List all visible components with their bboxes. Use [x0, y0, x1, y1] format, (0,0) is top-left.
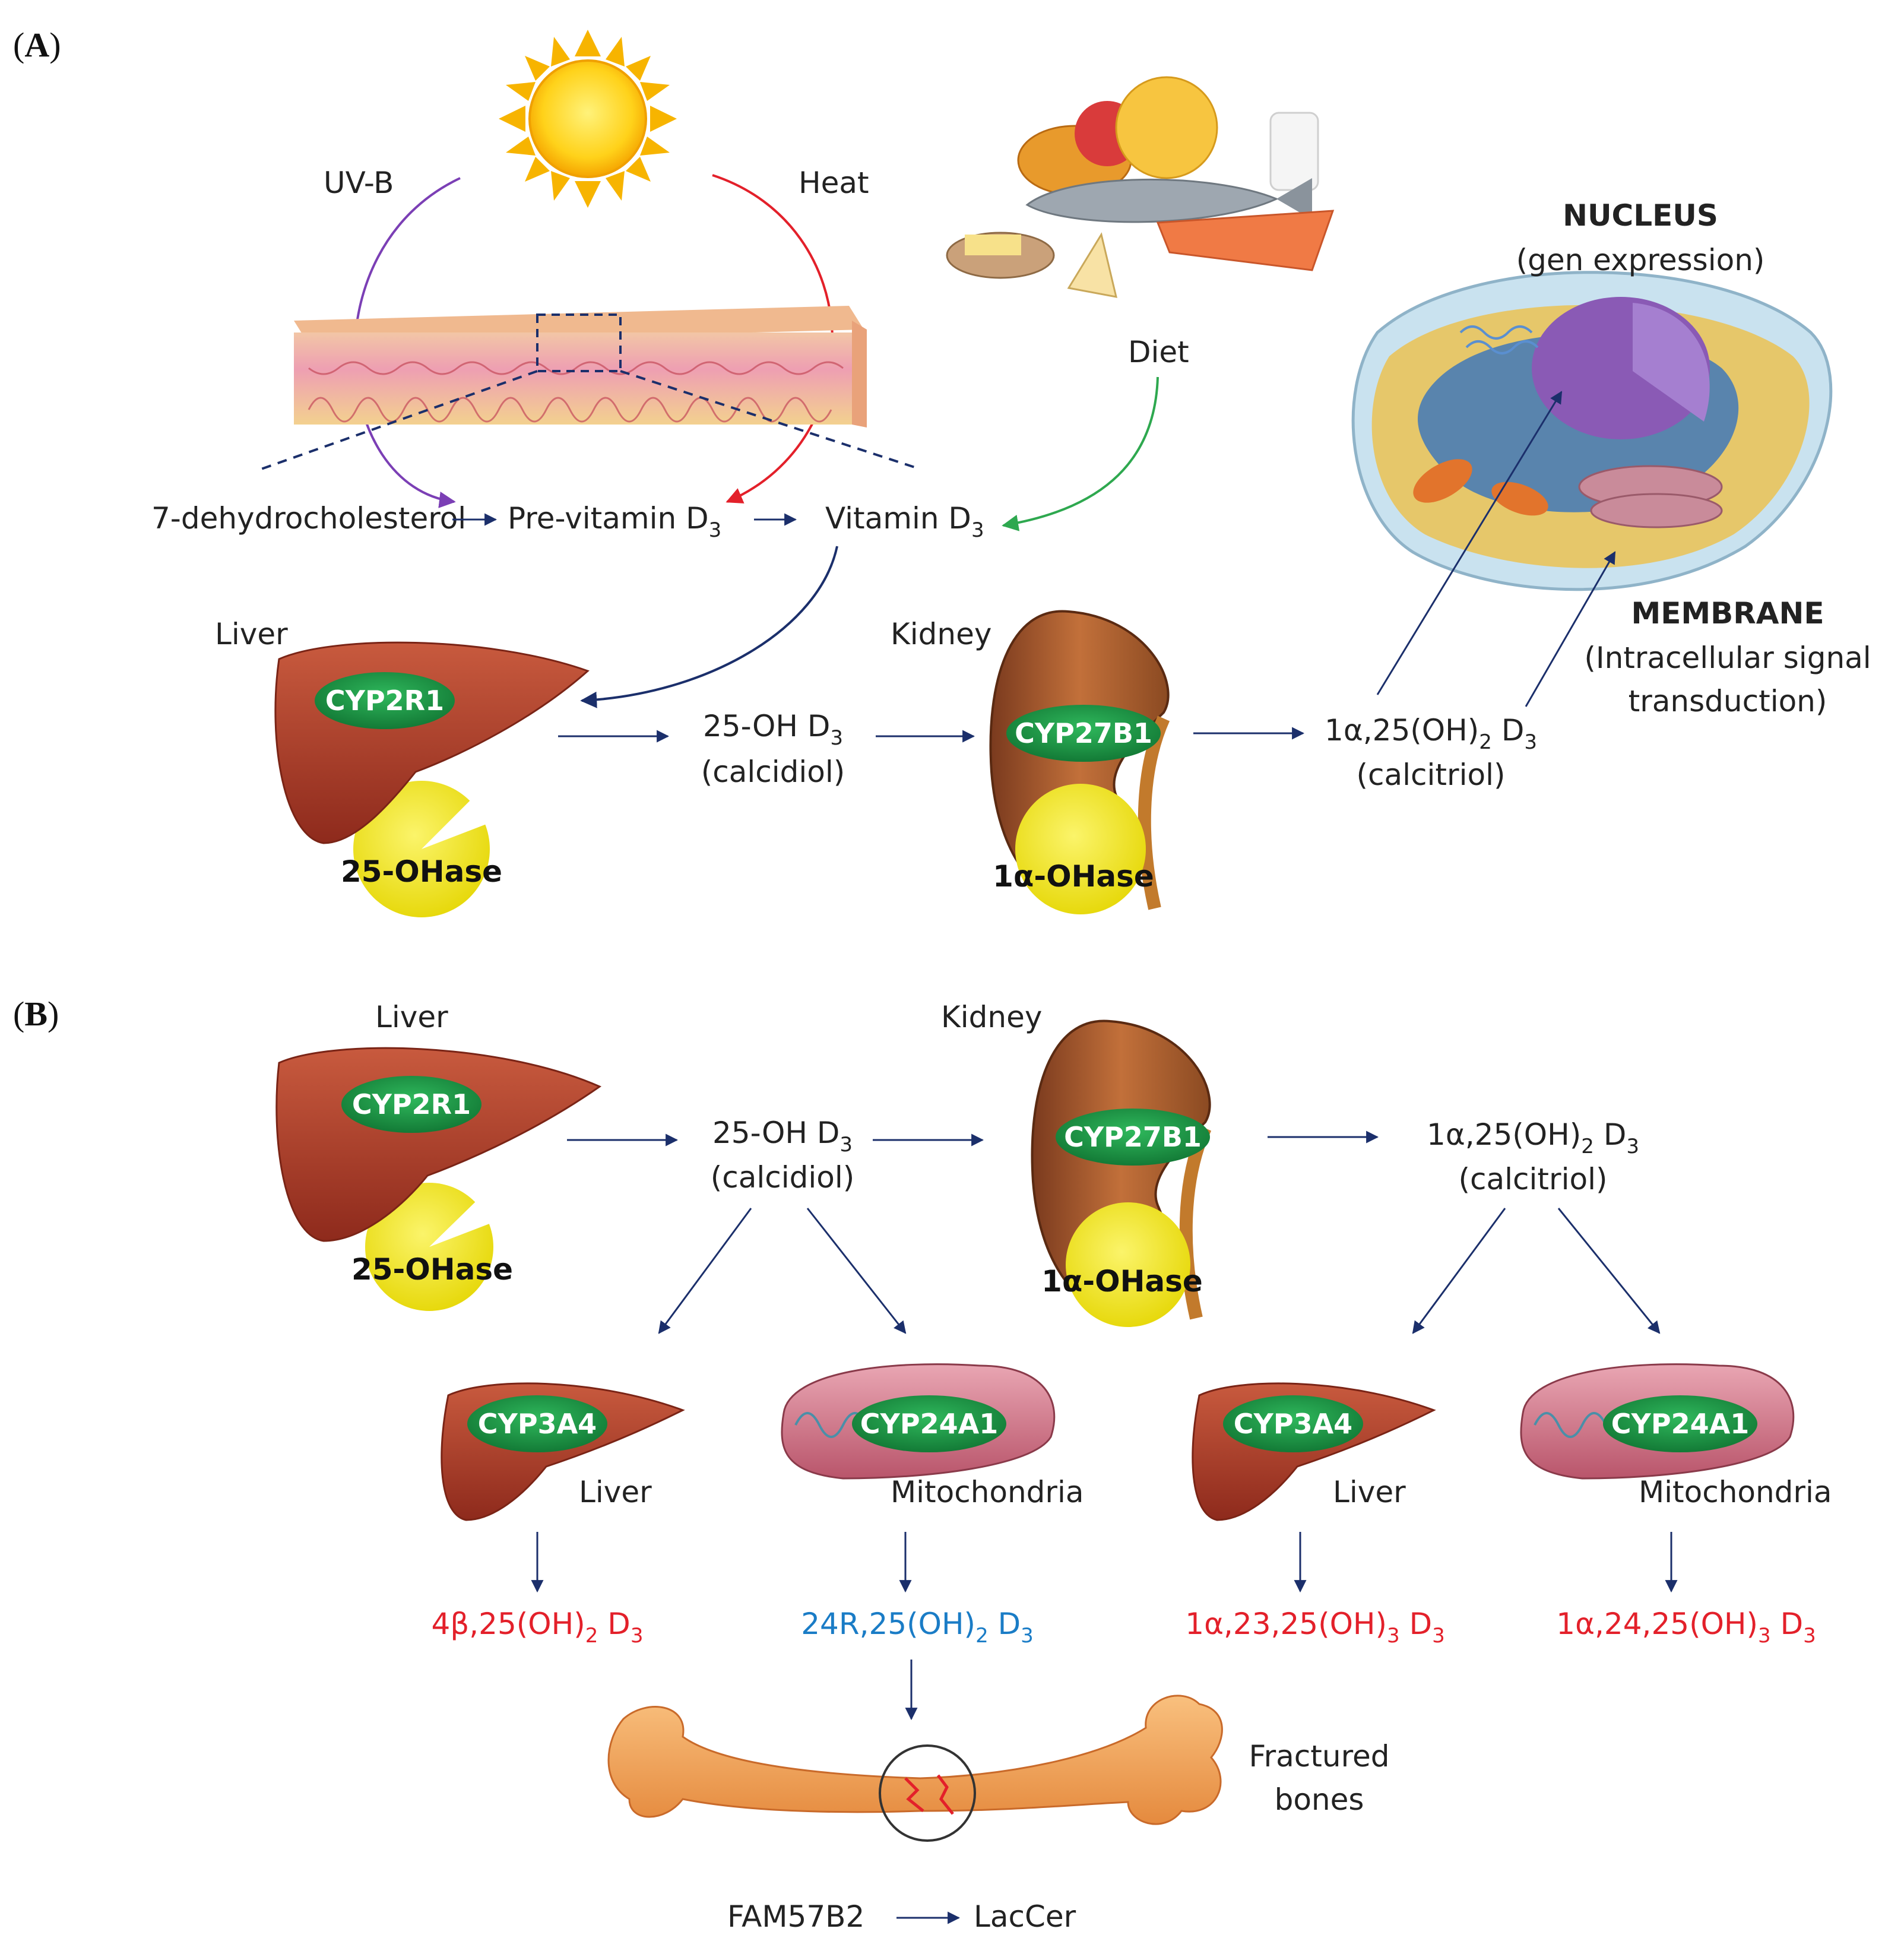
- arrow-calcitriol-to-nucleus: [1376, 391, 1563, 695]
- fam57b2-label: FAM57B2: [727, 1899, 864, 1934]
- heat-label: Heat: [799, 166, 869, 200]
- calcitriol-label-a: 1α,25(OH)2 D3: [1325, 713, 1537, 754]
- liver-label-small-1: Liver: [579, 1475, 652, 1509]
- calcitriol-label-b: 1α,25(OH)2 D3: [1427, 1117, 1639, 1158]
- cyp24a1-badge-2: CYP24A1: [1603, 1395, 1757, 1452]
- product-24r-25oh2d3: 24R,25(OH)2 D3: [801, 1607, 1034, 1648]
- calcitriol-name-b: (calcitriol): [1459, 1162, 1608, 1196]
- arrow-calcitriol-to-cyp24a1: [1557, 1208, 1661, 1334]
- svg-text:CYP3A4: CYP3A4: [478, 1408, 597, 1440]
- diet-arrow: [1002, 376, 1159, 531]
- calcidiol-label-b: 25-OH D3: [712, 1116, 853, 1157]
- laccer-label: LacCer: [974, 1899, 1076, 1934]
- membrane-title: MEMBRANE: [1631, 596, 1824, 631]
- svg-text:CYP2R1: CYP2R1: [325, 685, 444, 717]
- svg-text:CYP27B1: CYP27B1: [1015, 717, 1152, 749]
- kidney-label-a: Kidney: [891, 617, 991, 651]
- svg-text:CYP3A4: CYP3A4: [1234, 1408, 1352, 1440]
- liver-label-a: Liver: [215, 617, 288, 651]
- diet-label: Diet: [1128, 335, 1189, 369]
- uvb-label: UV-B: [324, 166, 394, 200]
- nucleus-title: NUCLEUS: [1563, 198, 1718, 233]
- ohase25-label-b: 25-OHase: [351, 1252, 513, 1287]
- cyp27b1-badge-b: CYP27B1: [1056, 1109, 1210, 1166]
- membrane-subtitle-line2: transduction): [1629, 684, 1827, 718]
- arrow-calcidiol-to-cyp24a1: [806, 1208, 907, 1334]
- arrow-calcitriol-to-cyp3a4: [1412, 1208, 1506, 1334]
- kidney-label-b: Kidney: [941, 1000, 1042, 1034]
- svg-text:CYP2R1: CYP2R1: [352, 1088, 471, 1120]
- liver-label-b: Liver: [375, 1000, 448, 1034]
- cyp2r1-badge-a: CYP2R1: [315, 672, 455, 729]
- nucleus-subtitle: (gen expression): [1516, 243, 1765, 277]
- calcidiol-name-b: (calcidiol): [711, 1160, 855, 1195]
- fractured-bone-illustration: [607, 1695, 1223, 1842]
- calcidiol-label-a: 25-OH D3: [703, 709, 843, 750]
- skin-illustration: [294, 306, 867, 428]
- panel-label-a: (A): [13, 26, 61, 64]
- svg-text:CYP24A1: CYP24A1: [1611, 1408, 1749, 1440]
- membrane-subtitle-line1: (Intracellular signal: [1584, 641, 1871, 675]
- cyp3a4-badge-1: CYP3A4: [467, 1395, 607, 1452]
- calcitriol-name-a: (calcitriol): [1357, 758, 1506, 792]
- cyp3a4-badge-2: CYP3A4: [1223, 1395, 1363, 1452]
- ohase1a-label-b: 1α-OHase: [1041, 1264, 1203, 1299]
- panel-label-b: (B): [13, 995, 59, 1033]
- food-illustration: [946, 76, 1335, 298]
- ohase25-label-a: 25-OHase: [341, 854, 502, 889]
- cyp24a1-badge-1: CYP24A1: [852, 1395, 1006, 1452]
- kidney-illustration-a: [989, 610, 1170, 914]
- arrow-calcitriol-to-membrane: [1525, 551, 1616, 707]
- dehydrocholesterol-label: 7-dehydrocholesterol: [151, 501, 466, 536]
- cyp27b1-badge-a: CYP27B1: [1006, 705, 1161, 762]
- calcidiol-name-a: (calcidiol): [701, 755, 845, 789]
- product-4b-25oh2d3: 4β,25(OH)2 D3: [432, 1607, 644, 1648]
- mitochondria-label-2: Mitochondria: [1639, 1475, 1832, 1509]
- fractured-bones-line2: bones: [1275, 1782, 1364, 1817]
- previtamin-d3-label: Pre-vitamin D3: [508, 501, 721, 542]
- cell-illustration: [1351, 271, 1833, 591]
- sun-icon: [499, 30, 677, 208]
- arrow-calcidiol-to-cyp3a4: [658, 1208, 752, 1334]
- product-1a-24-25oh3d3: 1α,24,25(OH)3 D3: [1556, 1607, 1816, 1648]
- product-1a-23-25oh3d3: 1α,23,25(OH)3 D3: [1185, 1607, 1444, 1648]
- liver-label-small-2: Liver: [1333, 1475, 1406, 1509]
- svg-text:CYP24A1: CYP24A1: [860, 1408, 998, 1440]
- zoom-line-right: [620, 370, 921, 470]
- svg-text:CYP27B1: CYP27B1: [1064, 1121, 1202, 1153]
- ohase1a-label-a: 1α-OHase: [993, 859, 1154, 894]
- mitochondria-label-1: Mitochondria: [891, 1475, 1084, 1509]
- arrow-vitd-to-liver: [580, 546, 838, 708]
- fractured-bones-line1: Fractured: [1249, 1739, 1389, 1774]
- vitamin-d3-label: Vitamin D3: [825, 501, 984, 542]
- cyp2r1-badge-b: CYP2R1: [341, 1076, 481, 1133]
